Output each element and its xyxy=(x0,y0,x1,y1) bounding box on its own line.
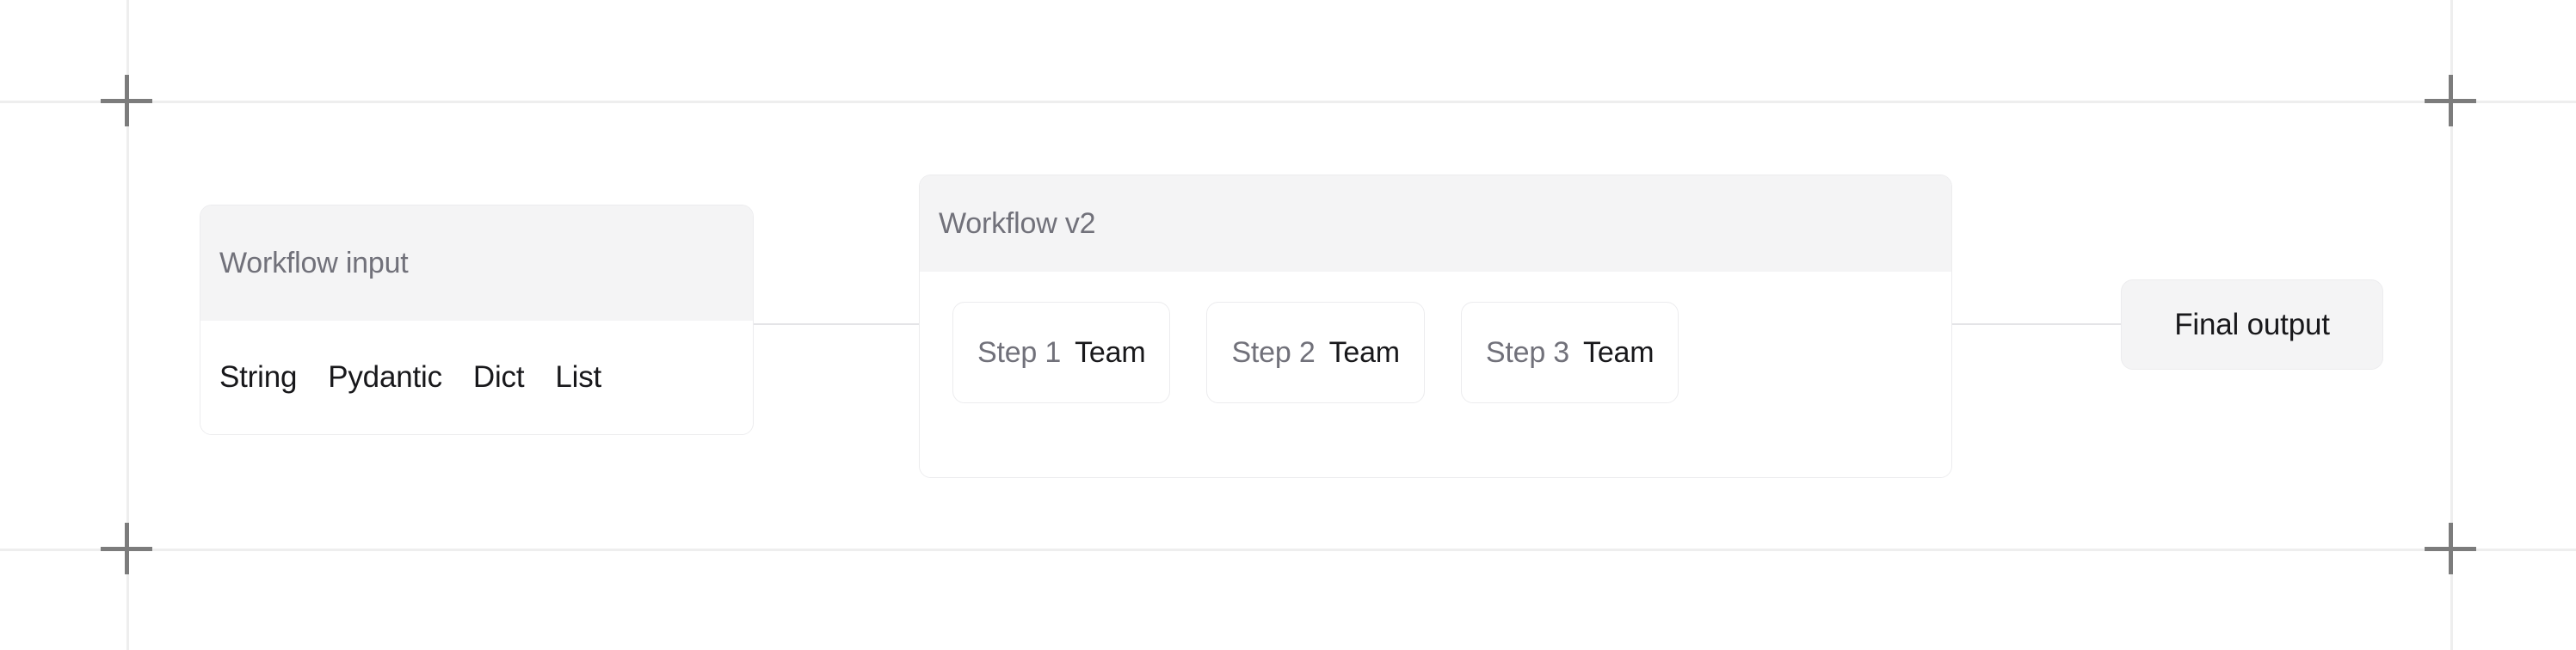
workflow-steps-container: Step 1 Team Step 2 Team Step 3 Team xyxy=(920,272,1951,477)
grid-line-vertical-right xyxy=(2450,0,2453,650)
grid-line-vertical-left xyxy=(126,0,129,650)
step-1-label: Step 1 xyxy=(977,335,1062,369)
workflow-input-node[interactable]: Workflow input String Pydantic Dict List xyxy=(200,205,754,435)
workflow-input-title: Workflow input xyxy=(200,205,753,321)
input-type-dict: Dict xyxy=(472,360,525,394)
step-3-label: Step 3 xyxy=(1485,335,1570,369)
workflow-input-types: String Pydantic Dict List xyxy=(200,321,753,434)
workflow-step-2[interactable]: Step 2 Team xyxy=(1206,302,1425,403)
workflow-step-1[interactable]: Step 1 Team xyxy=(952,302,1171,403)
grid-line-horizontal-top xyxy=(0,101,2576,103)
workflow-step-3[interactable]: Step 3 Team xyxy=(1460,302,1679,403)
grid-line-horizontal-bottom xyxy=(0,549,2576,551)
step-3-kind: Team xyxy=(1583,335,1655,369)
workflow-node[interactable]: Workflow v2 Step 1 Team Step 2 Team Step… xyxy=(919,175,1952,478)
input-type-string: String xyxy=(219,360,298,394)
connector-input-to-workflow xyxy=(754,323,920,325)
step-2-kind: Team xyxy=(1328,335,1401,369)
step-2-label: Step 2 xyxy=(1231,335,1316,369)
final-output-node[interactable]: Final output xyxy=(2121,279,2383,370)
input-type-list: List xyxy=(555,360,602,394)
connector-workflow-to-output xyxy=(1952,323,2122,325)
step-1-kind: Team xyxy=(1075,335,1146,369)
workflow-title: Workflow v2 xyxy=(920,175,1951,272)
input-type-pydantic: Pydantic xyxy=(328,360,442,394)
final-output-label: Final output xyxy=(2174,307,2330,341)
